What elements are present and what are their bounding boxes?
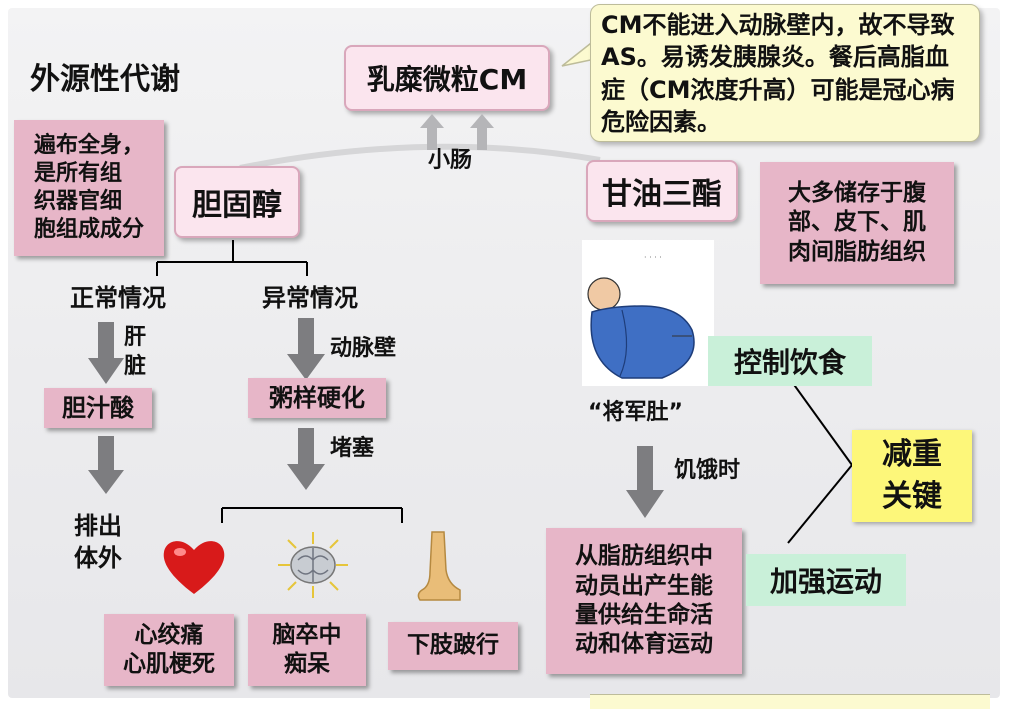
triglyceride-box: 甘油三酯 xyxy=(586,160,738,222)
bile-acid-box: 胆汁酸 xyxy=(44,388,152,428)
atherosclerosis-box: 粥样硬化 xyxy=(248,378,386,418)
svg-text:· · · ·: · · · · xyxy=(644,253,662,262)
triglyceride-note: 大多储存于腹 部、皮下、肌 肉间脂肪组织 xyxy=(760,162,954,284)
down-arrow-icon xyxy=(287,318,325,380)
cholesterol-note: 遍布全身， 是所有组 织器官细 胞组成成分 xyxy=(14,120,164,256)
exercise-box: 加强运动 xyxy=(746,554,906,606)
chylomicron-box: 乳糜微粒CM xyxy=(344,45,550,111)
normal-condition-label: 正常情况 xyxy=(70,284,166,312)
hunger-label: 饥饿时 xyxy=(674,458,741,483)
up-arrow-icon xyxy=(420,114,494,150)
heart-icon xyxy=(163,541,225,594)
mobilization-box: 从脂肪组织中 动员出产生能 量供给生命活 动和体育运动 xyxy=(546,528,742,674)
cholesterol-box: 胆固醇 xyxy=(174,166,300,238)
abnormal-condition-label: 异常情况 xyxy=(262,284,358,312)
artery-wall-label: 动脉壁 xyxy=(330,336,397,361)
page-title: 外源性代谢 xyxy=(30,62,180,97)
brain-icon xyxy=(278,532,348,598)
belly-person-icon: · · · · xyxy=(582,240,714,386)
down-arrow-icon xyxy=(88,436,124,494)
cropped-bottom-strip xyxy=(590,694,990,709)
small-intestine-label: 小肠 xyxy=(428,148,473,173)
claudication-box: 下肢跛行 xyxy=(388,622,518,670)
callout-box: CM不能进入动脉壁内，故不导致AS。易诱发胰腺炎。餐后高脂血症（CM浓度升高）可… xyxy=(590,4,980,142)
stroke-box: 脑卒中 痴呆 xyxy=(248,614,366,686)
down-arrow-icon xyxy=(626,446,664,518)
down-arrow-icon xyxy=(88,322,124,384)
diet-control-box: 控制饮食 xyxy=(708,336,872,386)
weight-loss-key-box: 减重 关键 xyxy=(852,430,972,522)
liver-label: 肝 脏 xyxy=(124,325,147,379)
angina-box: 心绞痛 心肌梗死 xyxy=(104,614,234,686)
excreted-label: 排出 体外 xyxy=(74,512,122,573)
general-belly-caption: “将军肚” xyxy=(588,400,683,425)
down-arrow-icon xyxy=(287,428,325,490)
blockage-label: 堵塞 xyxy=(330,436,375,461)
leg-icon xyxy=(417,531,461,601)
